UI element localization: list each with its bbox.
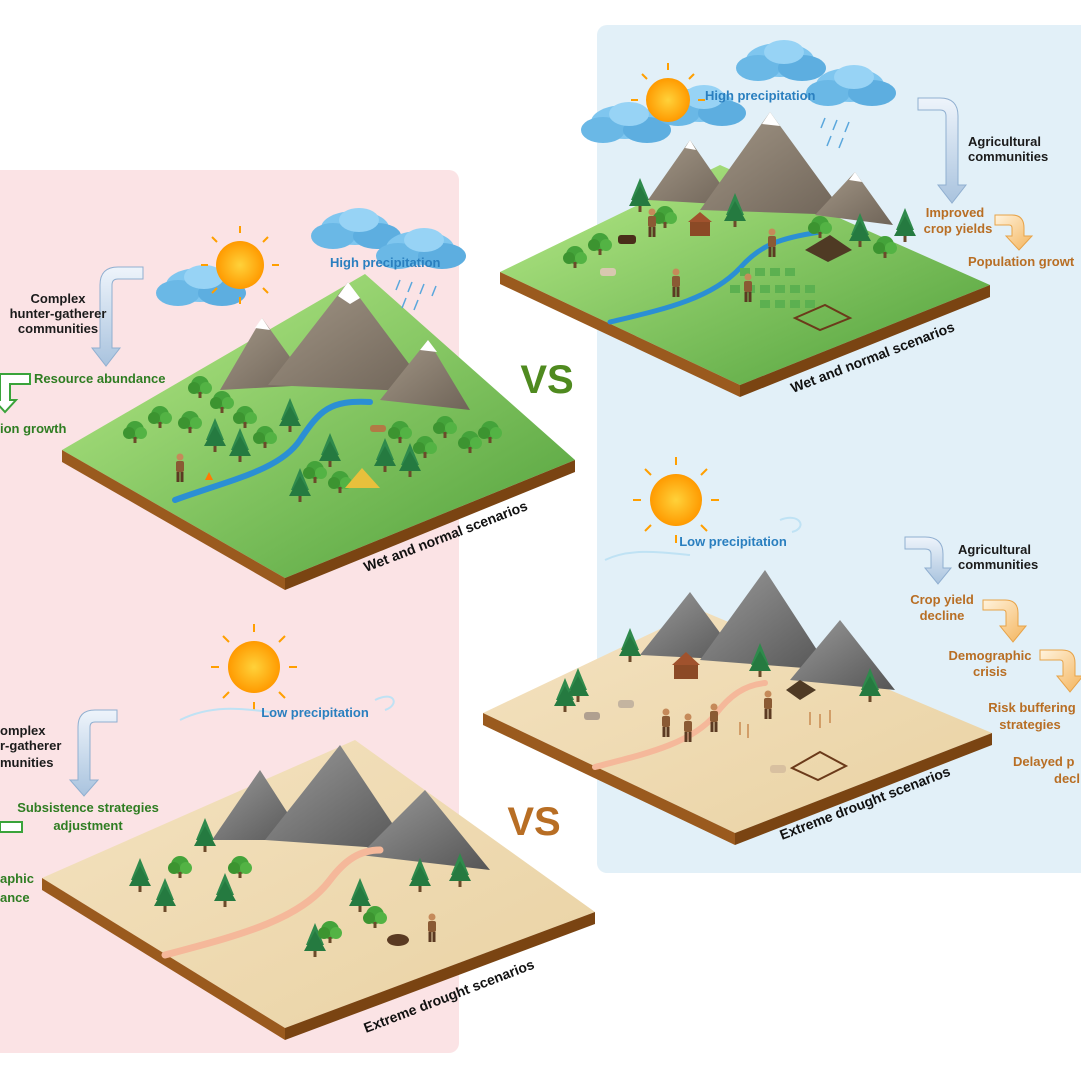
precipitation-label: Low precipitation	[679, 534, 787, 549]
right-dry-scene	[483, 570, 992, 845]
community-label-line1: Complex	[31, 291, 87, 306]
outcome-crop-decline-line1: Crop yield	[910, 592, 974, 607]
outcome-delayed-line1: Delayed p	[1013, 754, 1074, 769]
outcome-population-growth: Population growt	[968, 254, 1075, 269]
sun-icon	[216, 241, 264, 289]
flow-arrows	[0, 97, 1081, 833]
wind-icon	[779, 516, 802, 533]
left-dry-scene	[42, 740, 595, 1040]
right-wet-sky	[581, 40, 896, 149]
sun-icon	[228, 641, 280, 693]
precipitation-label: High precipitation	[330, 255, 441, 270]
community-label-line1: Agricultural	[958, 542, 1031, 557]
outcome-demographic-line2: crisis	[973, 664, 1007, 679]
left-dry-sky	[179, 624, 395, 721]
community-label-line2: communities	[958, 557, 1038, 572]
outcome-subsistence-line1: Subsistence strategies	[17, 800, 159, 815]
outcome-crop-decline-line2: decline	[920, 608, 965, 623]
community-label-line2: communities	[968, 149, 1048, 164]
sun-icon	[650, 474, 702, 526]
outcome-improved-yields-line2: crop yields	[924, 221, 993, 236]
right-wet-scene	[500, 112, 990, 397]
arrow-down-icon	[904, 536, 953, 585]
outcome-demographic-line1: Demographic	[948, 648, 1031, 663]
vs-label-top: VS	[520, 358, 573, 402]
arrow-down-icon	[917, 97, 968, 204]
wind-icon	[604, 550, 691, 561]
arrow-down-icon	[90, 266, 144, 367]
community-label-line2: r-gatherer	[0, 738, 61, 753]
arrow-down-icon	[0, 373, 31, 414]
precipitation-label: Low precipitation	[261, 705, 369, 720]
sun-icon	[646, 78, 690, 122]
wind-icon	[179, 707, 271, 721]
left-wet-sky	[156, 208, 466, 311]
arrow-down-icon	[994, 214, 1034, 251]
outcome-demographic-line2: ance	[0, 890, 30, 905]
precipitation-label: High precipitation	[705, 88, 816, 103]
outcome-improved-yields-line1: Improved	[926, 205, 985, 220]
community-label-line3: munities	[0, 755, 53, 770]
arrow-right-icon	[0, 821, 23, 833]
community-label-line3: communities	[18, 321, 98, 336]
community-label-line2: hunter-gatherer	[10, 306, 107, 321]
outcome-subsistence-line2: adjustment	[53, 818, 123, 833]
outcome-demographic-line1: aphic	[0, 871, 34, 886]
arrow-down-icon	[1039, 649, 1081, 693]
arrow-down-icon	[982, 599, 1028, 643]
outcome-delayed-line2: decl	[1054, 771, 1080, 786]
left-wet-scene	[62, 274, 575, 590]
outcome-risk-buffering-line2: strategies	[999, 717, 1060, 732]
community-label-line1: omplex	[0, 723, 46, 738]
outcome-population-growth: ion growth	[0, 421, 66, 436]
right-dry-sky	[604, 457, 802, 561]
vs-label-bottom: VS	[507, 800, 560, 844]
wind-icon	[374, 695, 395, 711]
outcome-resource-abundance: Resource abundance	[34, 371, 166, 386]
arrow-down-icon	[68, 709, 118, 797]
community-label-line1: Agricultural	[968, 134, 1041, 149]
outcome-risk-buffering-line1: Risk buffering	[988, 700, 1075, 715]
